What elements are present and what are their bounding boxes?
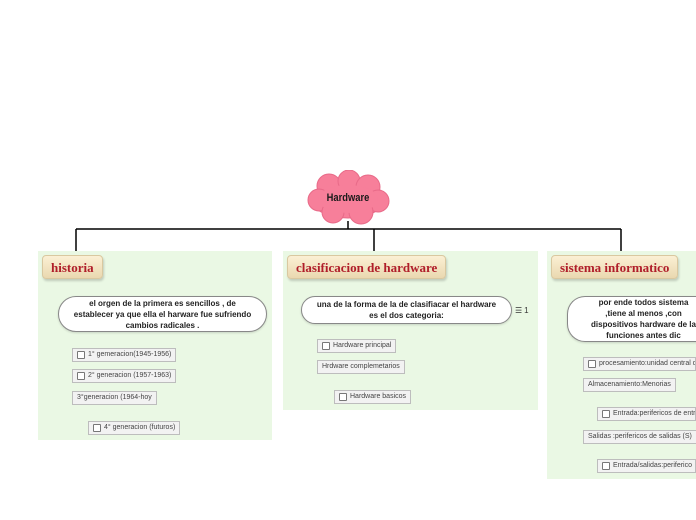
checkbox-icon[interactable] — [322, 342, 330, 350]
leaf-historia-1[interactable]: 1° gemeracion(1945-1956) — [72, 348, 177, 362]
checkbox-icon[interactable] — [77, 372, 85, 380]
leaf-historia-2[interactable]: 2° generacion (1957-1963) — [72, 369, 177, 383]
leaf-historia-4[interactable]: 4° generacion (futuros) — [88, 421, 181, 435]
checkbox-icon[interactable] — [588, 360, 596, 368]
leaf-label: Entrada:perifericos de entra — [613, 410, 696, 417]
leaf-sistema-4[interactable]: Salidas :perifericos de salidas (S) — [583, 430, 696, 444]
leaf-sistema-5[interactable]: Entrada/salidas:periferico — [597, 459, 696, 473]
topic-clasificacion[interactable]: clasificacion de hardware — [287, 255, 447, 279]
leaf-sistema-3[interactable]: Entrada:perifericos de entra — [597, 407, 696, 421]
leaf-label: procesamiento:unidad central de — [599, 360, 696, 367]
leaf-label: Hardware principal — [333, 342, 392, 349]
leaf-sistema-1[interactable]: procesamiento:unidad central de — [583, 357, 696, 371]
leaf-sistema-2[interactable]: Almacenamiento:Menorias — [583, 378, 676, 392]
subtopic-count[interactable]: ☰ 1 — [515, 306, 529, 315]
list-icon: ☰ — [515, 306, 523, 315]
leaf-label: Almacenamiento:Menorias — [588, 381, 671, 388]
leaf-clasificacion-2[interactable]: Hrdware complemetarios — [317, 360, 405, 374]
leaf-label: 4° generacion (futuros) — [104, 424, 176, 431]
checkbox-icon[interactable] — [339, 393, 347, 401]
leaf-label: Hrdware complemetarios — [322, 363, 400, 370]
note-historia[interactable]: el orgen de la primera es sencillos , de… — [58, 296, 267, 332]
note-clasificacion[interactable]: una de la forma de la de clasifiacar el … — [301, 296, 512, 324]
leaf-label: Entrada/salidas:periferico — [613, 462, 692, 469]
leaf-clasificacion-1[interactable]: Hardware principal — [317, 339, 397, 353]
leaf-label: 2° generacion (1957-1963) — [88, 372, 172, 379]
leaf-label: 1° gemeracion(1945-1956) — [88, 351, 172, 358]
topic-historia[interactable]: historia — [42, 255, 103, 279]
topic-sistema[interactable]: sistema informatico — [551, 255, 679, 279]
checkbox-icon[interactable] — [602, 410, 610, 418]
leaf-label: 3°generacion (1964-hoy — [77, 394, 152, 401]
leaf-label: Salidas :perifericos de salidas (S) — [588, 433, 692, 440]
root-label: Hardware — [326, 192, 370, 204]
leaf-clasificacion-3[interactable]: Hardware basicos — [334, 390, 412, 404]
checkbox-icon[interactable] — [602, 462, 610, 470]
cloud-shape — [307, 169, 390, 225]
leaf-historia-3[interactable]: 3°generacion (1964-hoy — [72, 391, 157, 405]
checkbox-icon[interactable] — [77, 351, 85, 359]
panel-historia — [38, 251, 272, 440]
root-cloud[interactable]: Hardware — [305, 169, 391, 226]
note-sistema[interactable]: por ende todos sistema ,tiene al menos ,… — [567, 296, 696, 342]
leaf-label: Hardware basicos — [350, 393, 407, 400]
checkbox-icon[interactable] — [93, 424, 101, 432]
subtopic-count-value: 1 — [524, 306, 529, 315]
note-sistema-text: por ende todos sistema ,tiene al menos ,… — [591, 298, 696, 340]
